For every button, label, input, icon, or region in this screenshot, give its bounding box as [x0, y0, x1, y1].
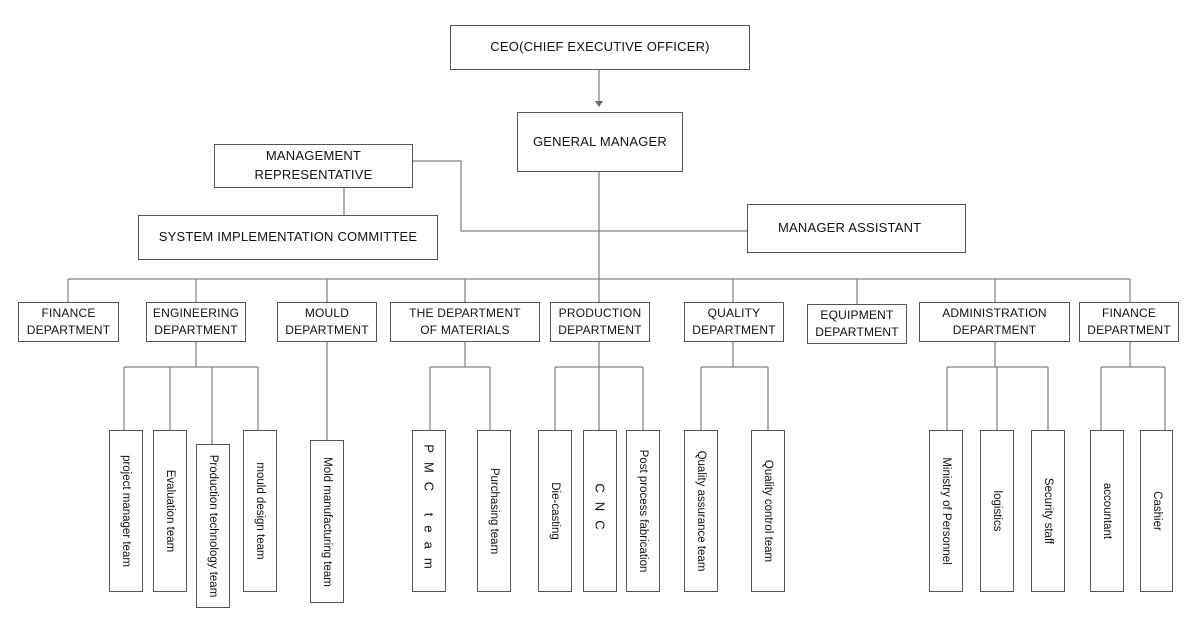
team-label: Production technology team — [207, 454, 219, 598]
management-representative-label: MANAGEMENT REPRESENTATIVE — [254, 148, 373, 182]
management-representative-box: MANAGEMENT REPRESENTATIVE — [214, 144, 413, 188]
team-label: logistics — [991, 490, 1003, 532]
department-box: THE DEPARTMENT OF MATERIALS — [390, 302, 540, 342]
system-committee-label: SYSTEM IMPLEMENTATION COMMITTEE — [158, 229, 418, 245]
team-box: Die-casting — [538, 430, 572, 592]
team-box: Evaluation team — [153, 430, 187, 592]
manager-assistant-box: MANAGER ASSISTANT — [747, 204, 966, 253]
team-label: PMC team — [421, 444, 437, 578]
team-box: Mold manufacturing team — [310, 440, 344, 603]
team-box: Purchasing team — [477, 430, 511, 592]
department-box: ENGINEERING DEPARTMENT — [146, 302, 246, 342]
team-box: CNC — [583, 430, 617, 592]
department-label: PRODUCTION DEPARTMENT — [558, 305, 642, 337]
team-label: CNC — [592, 483, 608, 539]
team-label: Security staff — [1042, 477, 1054, 545]
team-box: Ministry of Personnel — [929, 430, 963, 592]
department-box: QUALITY DEPARTMENT — [684, 302, 784, 342]
team-label: Evaluation team — [164, 469, 176, 553]
team-label: project manager team — [120, 455, 132, 567]
team-label: Ministry of Personnel — [940, 457, 952, 565]
team-label: mould design team — [254, 462, 266, 560]
team-box: Quality assurance team — [684, 430, 718, 592]
department-box: FINANCE DEPARTMENT — [1079, 302, 1179, 342]
team-box: Security staff — [1031, 430, 1065, 592]
system-committee-box: SYSTEM IMPLEMENTATION COMMITTEE — [138, 215, 438, 260]
team-label: Purchasing team — [488, 467, 500, 555]
team-box: project manager team — [109, 430, 143, 592]
department-box: EQUIPMENT DEPARTMENT — [807, 304, 907, 344]
department-label: QUALITY DEPARTMENT — [692, 305, 776, 337]
team-label: Cashier — [1150, 491, 1163, 531]
team-label: Mold manufacturing team — [321, 456, 333, 587]
department-label: THE DEPARTMENT OF MATERIALS — [409, 305, 521, 337]
team-box: logistics — [980, 430, 1014, 592]
department-box: PRODUCTION DEPARTMENT — [550, 302, 650, 342]
team-label: Quality assurance team — [695, 450, 707, 572]
department-label: ADMINISTRATION DEPARTMENT — [942, 305, 1047, 337]
department-box: FINANCE DEPARTMENT — [18, 302, 119, 342]
department-label: ENGINEERING DEPARTMENT — [152, 305, 240, 337]
team-box: Cashier — [1140, 430, 1173, 592]
manager-assistant-label: MANAGER ASSISTANT — [778, 220, 922, 236]
team-label: accountant — [1101, 482, 1113, 540]
team-box: PMC team — [412, 430, 446, 592]
general-manager-label: GENERAL MANAGER — [533, 133, 667, 149]
team-label: Post process fabrication — [637, 449, 649, 573]
team-box: Quality control team — [751, 430, 785, 592]
department-label: FINANCE DEPARTMENT — [1087, 305, 1171, 337]
department-box: MOULD DEPARTMENT — [277, 302, 377, 342]
department-label: FINANCE DEPARTMENT — [26, 305, 111, 337]
department-label: MOULD DEPARTMENT — [285, 305, 369, 337]
team-box: accountant — [1090, 430, 1124, 592]
department-box: ADMINISTRATION DEPARTMENT — [919, 302, 1070, 342]
team-box: Production technology team — [196, 444, 230, 608]
department-label: EQUIPMENT DEPARTMENT — [815, 307, 899, 339]
general-manager-box: GENERAL MANAGER — [517, 112, 683, 172]
team-label: Quality control team — [762, 459, 774, 563]
ceo-label: CEO(CHIEF EXECUTIVE OFFICER) — [490, 39, 710, 55]
team-box: Post process fabrication — [626, 430, 660, 592]
ceo-box: CEO(CHIEF EXECUTIVE OFFICER) — [450, 25, 750, 70]
team-box: mould design team — [243, 430, 277, 592]
team-label: Die-casting — [549, 482, 561, 540]
